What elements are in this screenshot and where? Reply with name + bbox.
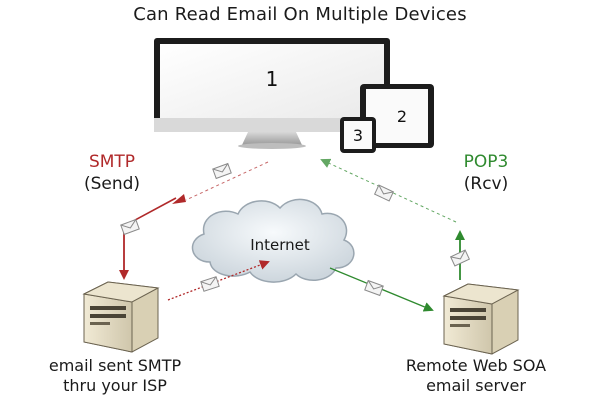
remote-caption-line1: Remote Web SOA: [405, 356, 547, 375]
isp-caption-line1: email sent SMTP: [48, 356, 182, 375]
remote-caption-line2: email server: [426, 376, 526, 395]
tablet: [360, 84, 434, 148]
internet-label: Internet: [250, 236, 310, 254]
monitor: [154, 38, 390, 149]
isp-server: [82, 281, 160, 353]
envelope-icon: [449, 249, 471, 267]
monitor-number: 1: [266, 67, 279, 91]
internet-cloud: [191, 198, 355, 283]
isp-server-caption: email sent SMTP thru your ISP: [0, 356, 230, 396]
tablet-number: 2: [397, 107, 407, 126]
smtp-label: SMTP: [88, 152, 136, 172]
envelope-icon: [373, 184, 395, 202]
phone-number: 3: [353, 126, 363, 145]
diagram-title: Can Read Email On Multiple Devices: [133, 4, 467, 25]
smtp-arrowhead: [172, 194, 186, 204]
pop3-action-label: (Rcv): [463, 174, 509, 194]
envelope-icon: [212, 162, 232, 180]
phone: [340, 117, 376, 153]
remote-server-caption: Remote Web SOA email server: [352, 356, 600, 396]
isp-caption-line2: thru your ISP: [63, 376, 167, 395]
isp-to-internet-arrow: [167, 260, 270, 301]
remote-server: [442, 283, 520, 355]
envelope-icon: [364, 279, 384, 297]
pop3-label: POP3: [463, 152, 509, 172]
envelope-icon: [200, 276, 220, 292]
smtp-action-label: (Send): [83, 174, 141, 194]
envelope-icon: [120, 218, 140, 236]
